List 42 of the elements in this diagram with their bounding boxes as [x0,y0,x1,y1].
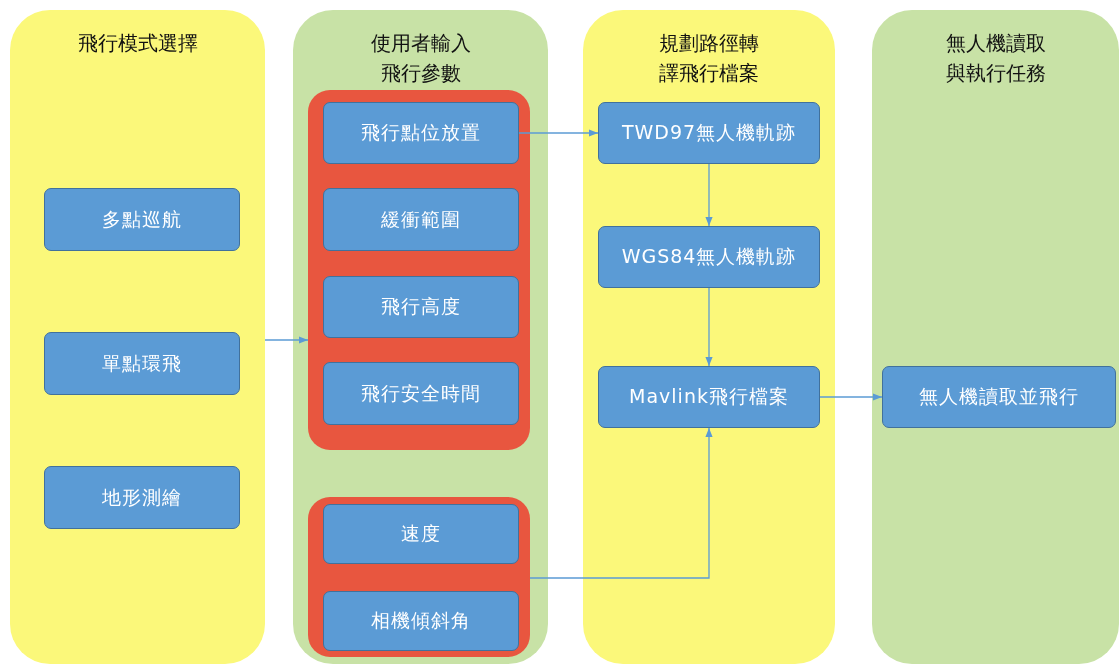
arrow [518,129,599,137]
box-label: 多點巡航 [102,206,182,232]
column-title: 使用者輸入飛行參數 [369,30,472,87]
process-box [882,366,1116,428]
process-box [323,591,519,651]
column-title: 無人機讀取與執行任務 [944,30,1047,87]
column-band [872,10,1119,664]
process-box [44,188,240,251]
arrow [819,393,883,401]
process-box [598,226,820,288]
box-label: 速度 [401,521,441,546]
process-box [44,466,240,529]
box-label: 無人機讀取並飛行 [919,384,1079,409]
box-label: 單點環飛 [102,350,182,376]
box-label: TWD97無人機軌跡 [621,120,797,145]
box-label: 相機傾斜角 [371,608,471,633]
column-band [10,10,265,664]
column-band [293,10,548,664]
box-label: 飛行點位放置 [361,120,481,145]
process-box [323,188,519,251]
process-box [598,102,820,164]
column-title: 飛行模式選擇 [76,30,199,57]
group-panel [308,90,530,450]
arrow [705,287,713,367]
box-label: WGS84無人機軌跡 [621,244,797,269]
column-band [583,10,835,664]
process-box [44,332,240,395]
arrow [529,427,713,579]
box-label: 地形測繪 [102,484,182,510]
process-box [323,102,519,164]
box-label: 飛行安全時間 [361,380,481,406]
box-label: 緩衝範圍 [381,206,461,232]
group-panel [308,497,530,657]
process-box [598,366,820,428]
process-box [323,362,519,425]
box-label: 飛行高度 [381,294,461,319]
column-title: 規劃路徑轉譯飛行檔案 [658,30,760,87]
arrow [264,336,309,344]
arrow [705,163,713,227]
box-label: Mavlink飛行檔案 [629,384,789,409]
process-box [323,276,519,338]
process-box [323,504,519,564]
